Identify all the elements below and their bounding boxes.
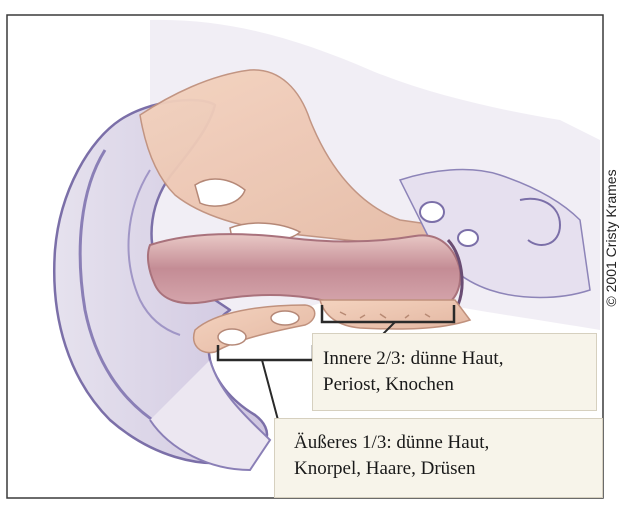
label-inner-line1: Innere 2/3: dünne Haut, (323, 346, 596, 372)
lower-cartilage-gap-2 (271, 311, 299, 325)
copyright-notice: © 2001 Cristy Krames (603, 169, 619, 306)
label-outer-line1: Äußeres 1/3: dünne Haut, (294, 430, 602, 456)
lower-bone (320, 300, 470, 329)
ossicle-malleus (420, 202, 444, 222)
ossicle-incus (458, 230, 478, 246)
label-outer-one-third: Äußeres 1/3: dünne Haut, Knorpel, Haare,… (274, 418, 603, 498)
label-inner-two-thirds: Innere 2/3: dünne Haut, Periost, Knochen (312, 333, 597, 411)
lower-cartilage-gap (218, 329, 246, 345)
label-inner-line2: Periost, Knochen (323, 372, 596, 398)
label-outer-line2: Knorpel, Haare, Drüsen (294, 456, 602, 482)
